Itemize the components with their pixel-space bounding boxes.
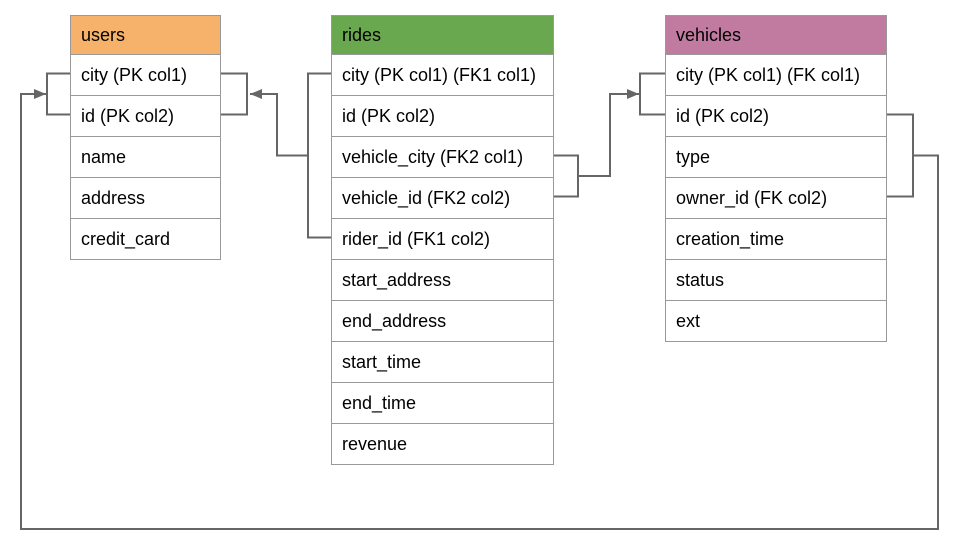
table-vehicles-header: vehicles	[666, 16, 886, 55]
vehicles-pk-left-bracket	[639, 72, 665, 116]
vehicles-field-row: status	[666, 260, 886, 301]
users-field-row: credit_card	[71, 219, 220, 259]
vehicles-field-row: city (PK col1) (FK col1)	[666, 55, 886, 96]
rides-field-row: revenue	[332, 424, 553, 464]
rides-field-row: city (PK col1) (FK1 col1)	[332, 55, 553, 96]
table-users-header: users	[71, 16, 220, 55]
rides-fk2-bracket	[553, 154, 579, 198]
fk-rides-to-users-connector	[220, 72, 331, 239]
vehicles-field-row: creation_time	[666, 219, 886, 260]
rides-field-row: id (PK col2)	[332, 96, 553, 137]
table-rides-header: rides	[332, 16, 553, 55]
rides-fk1-bracket	[307, 72, 331, 239]
rides-field-row: vehicle_city (FK2 col1)	[332, 137, 553, 178]
users-pk-left-bracket	[46, 72, 70, 116]
vehicles-field-row: type	[666, 137, 886, 178]
rides-field-row: end_time	[332, 383, 553, 424]
rides-to-users-arrow	[250, 89, 308, 157]
vehicles-fk-bracket	[886, 113, 914, 198]
vehicles-field-row: owner_id (FK col2)	[666, 178, 886, 219]
rides-field-row: start_address	[332, 260, 553, 301]
users-field-row: name	[71, 137, 220, 178]
fk-rides-to-vehicles-connector	[553, 72, 665, 198]
users-field-row: id (PK col2)	[71, 96, 220, 137]
vehicles-field-row: ext	[666, 301, 886, 341]
users-pk-right-bracket	[220, 72, 248, 116]
vehicles-to-users-arrow	[20, 89, 939, 530]
rides-field-row: start_time	[332, 342, 553, 383]
table-vehicles-fields: city (PK col1) (FK col1)id (PK col2)type…	[666, 55, 886, 341]
rides-field-row: end_address	[332, 301, 553, 342]
table-rides: rides city (PK col1) (FK1 col1)id (PK co…	[331, 15, 554, 465]
users-field-row: address	[71, 178, 220, 219]
table-vehicles: vehicles city (PK col1) (FK col1)id (PK …	[665, 15, 887, 342]
rides-to-vehicles-arrow	[578, 89, 639, 177]
table-rides-fields: city (PK col1) (FK1 col1)id (PK col2)veh…	[332, 55, 553, 464]
vehicles-field-row: id (PK col2)	[666, 96, 886, 137]
users-field-row: city (PK col1)	[71, 55, 220, 96]
rides-field-row: rider_id (FK1 col2)	[332, 219, 553, 260]
rides-field-row: vehicle_id (FK2 col2)	[332, 178, 553, 219]
fk-vehicles-to-users-connector	[20, 72, 939, 530]
